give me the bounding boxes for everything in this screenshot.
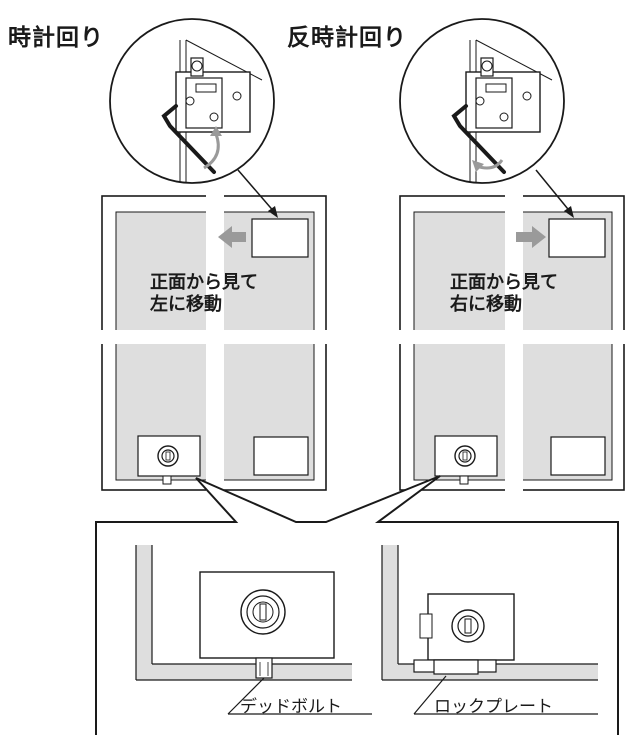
right-caption-line1: 正面から見て: [450, 272, 558, 293]
right-door-panel: [394, 190, 628, 500]
rotation-arrow-icon: [203, 133, 220, 170]
top-hinge-block: [548, 218, 606, 258]
left-caption-line1: 正面から見て: [150, 272, 258, 293]
deadbolt-label: デッドボルト: [240, 697, 342, 717]
left-hinge-magnifier: [109, 18, 275, 184]
hex-wrench-icon: [161, 104, 216, 174]
lock-plate-label: ロックプレート: [434, 697, 553, 717]
top-hinge-block: [251, 218, 309, 258]
move-right-arrow-icon: [516, 226, 546, 248]
left-door-panel: [96, 190, 332, 500]
left-caption-line2: 左に移動: [150, 294, 222, 315]
key-cylinder-icon: [157, 445, 179, 467]
move-left-arrow-icon: [218, 226, 246, 248]
right-title: 反時計回り: [287, 25, 407, 51]
bottom-hinge-block: [253, 436, 309, 476]
key-cylinder-icon: [451, 609, 485, 643]
key-cylinder-icon: [454, 445, 476, 467]
key-cylinder-icon: [240, 589, 286, 635]
hex-wrench-icon: [451, 104, 506, 174]
right-caption-line2: 右に移動: [450, 294, 522, 315]
left-title: 時計回り: [8, 25, 104, 51]
right-hinge-magnifier: [399, 18, 565, 184]
lock-plate-detail: [381, 545, 598, 715]
bottom-hinge-block: [550, 436, 606, 476]
deadbolt-detail: [135, 545, 372, 715]
